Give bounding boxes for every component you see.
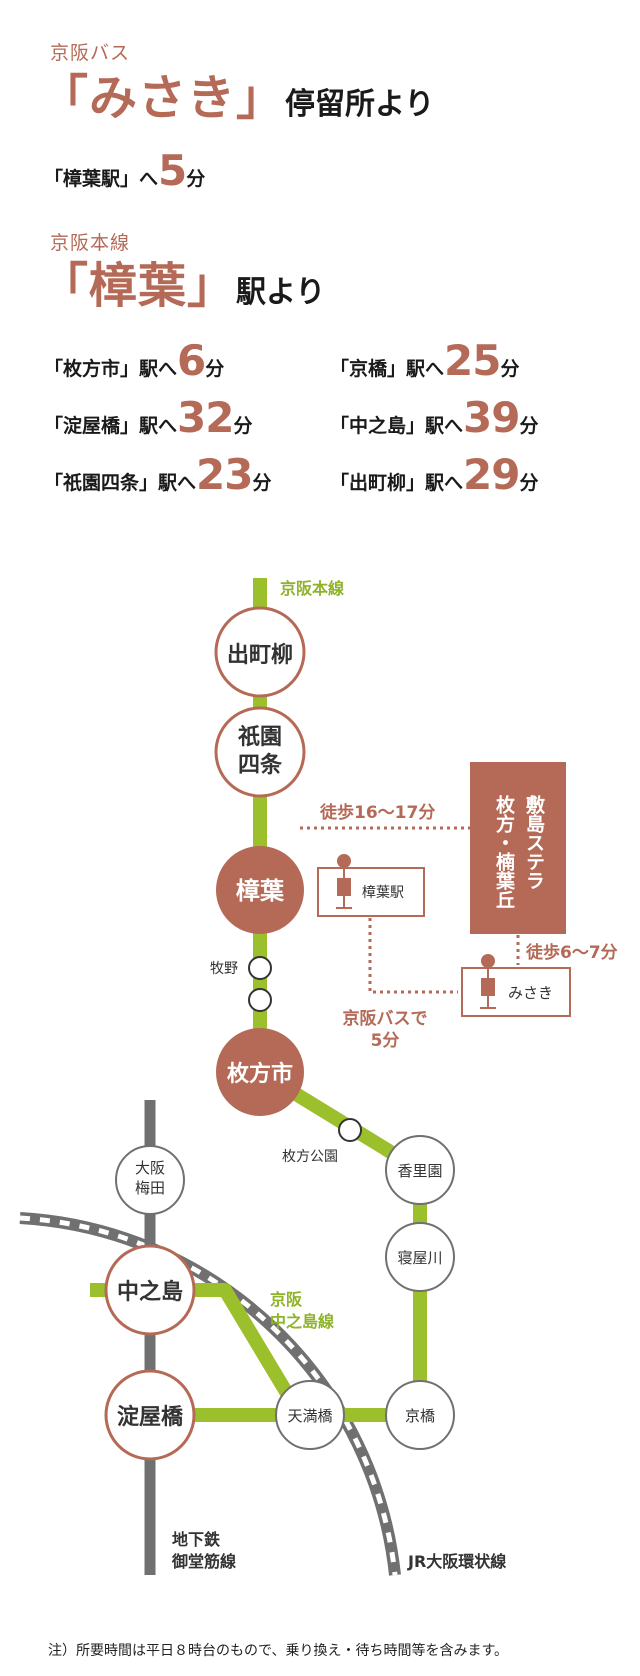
route-label: 「出町柳」駅へ [330,472,464,494]
walk-label-2: 徒歩6〜7分 [525,942,618,963]
train-station-name: 「樟葉」 [40,258,237,314]
route-yodoyabashi: 「淀屋橋」駅へ32分 [44,393,252,442]
footnote: 注）所要時間は平日８時台のもので、乗り換え・待ち時間等を含みます。 [48,1643,509,1659]
label-kuzuha: 樟葉 [236,877,285,905]
station-hirakatakoen [338,1118,362,1142]
label-neyagawa: 寝屋川 [397,1249,442,1267]
route-gionshijo: 「祇園四条」駅へ23分 [44,450,271,499]
access-paths [300,826,520,994]
route-minutes: 25 [444,336,501,385]
bus-stop-icon [336,854,352,909]
jr-loop-label: JR大阪環状線 [407,1552,506,1571]
station-makino [248,956,272,980]
label-gion-2: 四条 [238,752,283,778]
station-neyagawa [385,1222,455,1292]
nakanoshima-line-label-1: 京阪 [270,1290,303,1309]
site-name-2: 枚方・楠葉丘 [493,794,516,909]
label-kyobashi: 京橋 [405,1407,435,1425]
bus-route: 「樟葉駅」へ5分 [44,146,205,195]
bus-stop-suffix: 停留所より [285,87,435,122]
station-hirakatashi [216,1028,304,1116]
route-unit: 分 [233,415,253,437]
label-makino: 牧野 [210,961,238,977]
station-gotenyama [248,988,272,1012]
label-nakanoshima: 中之島 [117,1279,183,1305]
route-unit: 分 [519,415,539,437]
route-minutes: 32 [177,393,234,442]
train-station-suffix: 駅より [236,275,326,310]
bus-route-label: 「樟葉駅」へ [44,168,159,190]
bus-label-1: 京阪バスで [343,1008,428,1029]
label-yodoyabashi: 淀屋橋 [117,1404,184,1430]
route-unit: 分 [500,358,520,380]
route-minutes: 6 [177,336,206,385]
bus-path [368,918,458,994]
route-label: 「枚方市」駅へ [44,358,178,380]
bus-stop-icon [480,954,496,1009]
label-hirakatashi: 枚方市 [227,1061,293,1087]
bus-stop-heading: 「みさき」停留所より [40,74,434,123]
route-hirakatashi: 「枚方市」駅へ6分 [44,336,224,385]
site-name-1: 敷島ステラ [523,794,545,890]
label-gion-1: 祇園 [237,724,282,750]
bus-route-minutes: 5 [158,146,187,195]
station-kyobashi [385,1380,455,1450]
subway-label-2: 御堂筋線 [171,1552,236,1571]
station-nakanoshima [104,1244,196,1336]
station-umeda [115,1145,185,1215]
bus-stop-kuzuha-label: 樟葉駅 [362,884,404,901]
route-minutes: 39 [463,393,520,442]
walk-label-1: 徒歩16〜17分 [319,802,435,823]
route-nakanoshima: 「中之島」駅へ39分 [330,393,538,442]
bus-stop-kuzuha-box [317,867,425,917]
label-tenmabashi: 天満橋 [287,1407,332,1425]
jr-loop-dash [19,1215,398,1576]
bus-label-2: 5分 [371,1031,400,1051]
label-umeda-2: 梅田 [135,1179,165,1197]
bus-stop-misaki-label: みさき [508,984,553,1002]
route-minutes: 29 [463,450,520,499]
route-label: 「京橋」駅へ [330,358,445,380]
route-unit: 分 [519,472,539,494]
route-label: 「淀屋橋」駅へ [44,415,178,437]
station-yodoyabashi [104,1369,196,1461]
label-umeda-1: 大阪 [135,1159,165,1177]
station-kuzuha [216,846,304,934]
subway-label-1: 地下鉄 [172,1530,220,1549]
route-label: 「中之島」駅へ [330,415,464,437]
train-line: 京阪本線 [50,232,131,254]
bus-stop-name: 「みさき」 [40,70,286,126]
station-tenmabashi [275,1380,345,1450]
station-demachiyanagi [214,606,306,698]
route-label: 「祇園四条」駅へ [44,472,197,494]
route-minutes: 23 [196,450,253,499]
station-korien [385,1135,455,1205]
route-unit: 分 [252,472,272,494]
label-korien: 香里園 [397,1162,442,1180]
train-station-heading: 「樟葉」駅より [40,262,325,311]
label-demachiyanagi: 出町柳 [227,642,293,668]
route-kyobashi: 「京橋」駅へ25分 [330,336,519,385]
bus-operator: 京阪バス [50,42,131,64]
route-unit: 分 [205,358,225,380]
route-demachiyanagi: 「出町柳」駅へ29分 [330,450,538,499]
site-box [470,762,566,934]
bus-route-unit: 分 [186,168,206,190]
label-hirakatakoen: 枚方公園 [282,1149,338,1165]
station-gionshijo [214,706,306,798]
line-label-main: 京阪本線 [280,579,344,598]
nakanoshima-line-label-2: 中之島線 [270,1312,334,1331]
